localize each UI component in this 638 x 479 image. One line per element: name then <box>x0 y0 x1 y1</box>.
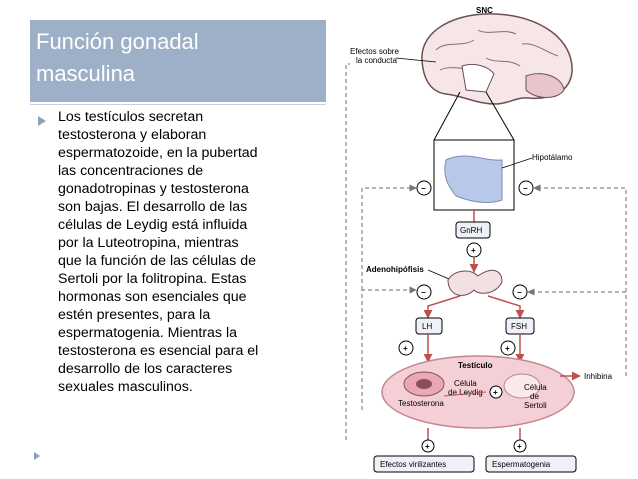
plus-sign: + <box>517 442 522 451</box>
bullet-arrow-icon <box>34 452 40 460</box>
body-line: hormonas son esenciales que <box>58 289 247 305</box>
minus-sign: − <box>523 184 528 193</box>
slide-body-text: Los testículos secretan testosterona y e… <box>58 108 290 396</box>
hipotalamo-label: Hipotálamo <box>532 153 573 162</box>
plus-sign: + <box>471 246 476 255</box>
minus-sign: − <box>421 184 426 193</box>
slide-title-line: masculina <box>36 61 136 86</box>
testosterona-label: Testosterona <box>398 399 444 408</box>
body-line: Los testículos secretan <box>58 109 204 125</box>
inhibina-label: Inhibina <box>584 372 613 381</box>
brain-illustration <box>421 13 573 105</box>
espermatogenia-label: Espermatogenia <box>492 460 551 469</box>
lh-label: LH <box>422 322 432 331</box>
title-divider <box>30 104 326 105</box>
body-line: testosterona es esencial para el <box>58 343 259 359</box>
body-line: espermatozoide, en la pubertad <box>58 145 258 161</box>
leydig-label: de Leydig <box>448 388 483 397</box>
gnrh-label: GnRH <box>460 226 482 235</box>
fsh-label: FSH <box>511 322 527 331</box>
slide-title: Función gonadal masculina <box>36 26 326 90</box>
hormone-axis-diagram: SNC Efectos sobre la conducta Hipotálamo… <box>345 6 627 473</box>
lh-box <box>415 317 443 335</box>
minus-sign: − <box>517 288 522 297</box>
espermatogenia-box <box>485 455 577 473</box>
snc-label: SNC <box>476 6 493 15</box>
body-line: Sertoli por la folitropina. Estas <box>58 271 247 287</box>
gnrh-box <box>455 221 491 239</box>
body-line: estén presentes, para la <box>58 307 211 323</box>
body-line: espermatogenia. Mientras la <box>58 325 238 341</box>
efectos-conducta-label: Efectos sobre <box>350 47 399 56</box>
plus-sign: + <box>493 388 498 397</box>
body-line: gonadotropinas y testosterona <box>58 181 249 197</box>
minus-sign: − <box>421 288 426 297</box>
bullet-arrow-icon <box>38 116 46 126</box>
efectos-virilizantes-label: Efectos virilizantes <box>380 460 446 469</box>
body-line: desarrollo de los caracteres <box>58 361 233 377</box>
body-line: testosterona y elaboran <box>58 127 207 143</box>
efectos-conducta-label: la conducta <box>356 56 397 65</box>
body-line: células de Leydig está influida <box>58 217 248 233</box>
body-line: las concentraciones de <box>58 163 204 179</box>
sertoli-label: Célula <box>524 383 547 392</box>
testiculo-label: Testículo <box>458 361 493 370</box>
body-line: que la función de las células de <box>58 253 256 269</box>
body-line: sexuales masculinos. <box>58 379 193 395</box>
title-bar <box>30 20 326 102</box>
plus-sign: + <box>425 442 430 451</box>
leydig-label: Célula <box>454 379 477 388</box>
plus-sign: + <box>505 344 510 353</box>
body-line: son bajas. El desarrollo de las <box>58 199 248 215</box>
plus-sign: + <box>403 344 408 353</box>
sertoli-label: Sertoli <box>524 401 547 410</box>
adenohipofisis-label: Adenohipófisis <box>366 265 424 274</box>
sertoli-label: de <box>530 392 539 401</box>
slide-title-line: Función gonadal <box>36 29 199 54</box>
efectos-virilizantes-box <box>373 455 475 473</box>
body-line: por la Luteotropina, mientras <box>58 235 239 251</box>
